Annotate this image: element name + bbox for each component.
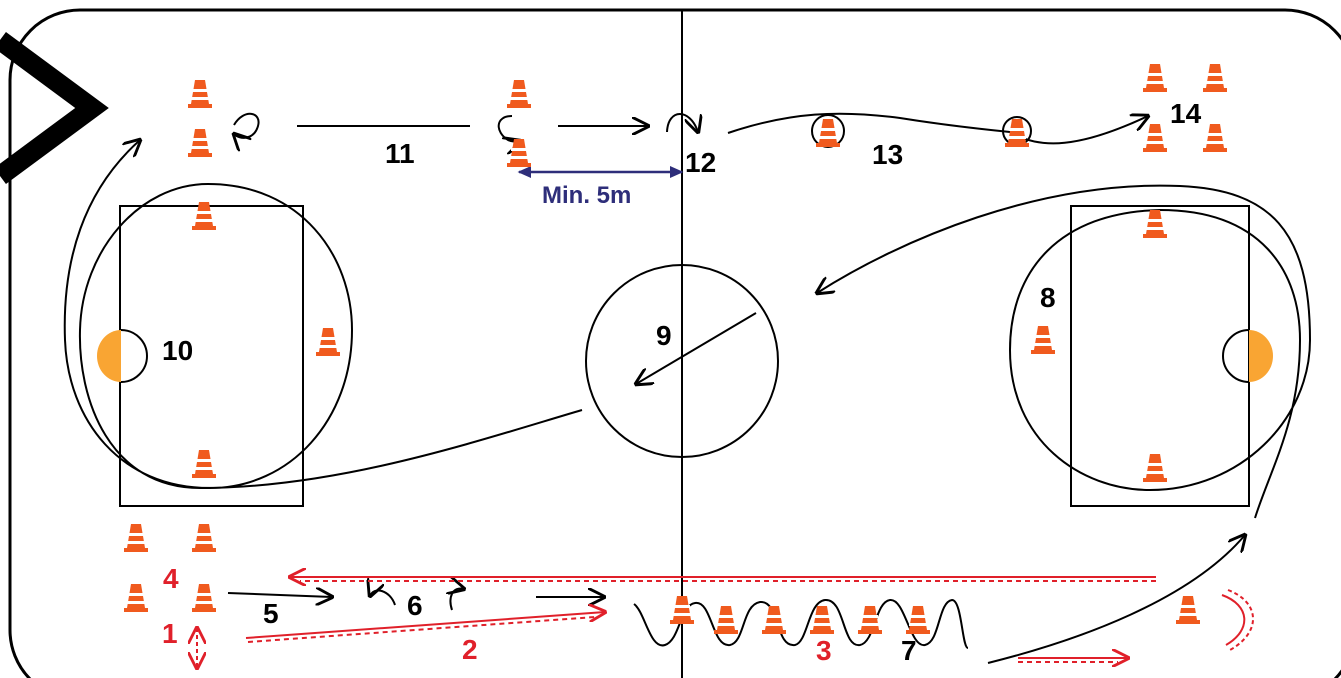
path-7 [633, 598, 969, 649]
cone-icon [192, 202, 216, 230]
cone-icon [1031, 326, 1055, 354]
station-label-4: 4 [163, 563, 179, 594]
cone-icon [124, 524, 148, 552]
path-8-loop [817, 184, 1312, 519]
cone-icon [810, 606, 834, 634]
station-label-2: 2 [462, 634, 478, 665]
station-label-6: 6 [407, 590, 423, 621]
path-5 [227, 593, 332, 597]
path-2-dash [247, 616, 596, 643]
station-label-3: 3 [816, 635, 832, 666]
cone-icon [670, 596, 694, 624]
cone-icon [507, 80, 531, 108]
cone-icon [762, 606, 786, 634]
station-label-13: 13 [872, 139, 903, 170]
path-9 [636, 312, 757, 384]
station-label-14: 14 [1170, 98, 1202, 129]
station-label-9: 9 [656, 320, 672, 351]
goal-crease-icon [97, 330, 121, 382]
station-label-10: 10 [162, 335, 193, 366]
cone-icon [192, 450, 216, 478]
station-label-7: 7 [901, 635, 917, 666]
center-circle [585, 264, 779, 458]
loop-6-a [370, 590, 396, 606]
cone-icon [1203, 124, 1227, 152]
cone-icon [906, 606, 930, 634]
measure-label: Min. 5m [542, 182, 631, 209]
cone-icon [192, 524, 216, 552]
station-label-5: 5 [263, 598, 279, 629]
cone-icon [1143, 64, 1167, 92]
cone-icon [1176, 596, 1200, 624]
loop-6-b [451, 589, 465, 611]
goal-crease-icon [1249, 330, 1273, 382]
cone-icon [1143, 210, 1167, 238]
cone-icon [124, 584, 148, 612]
loop-near-cones [234, 112, 260, 138]
cone-icon [1005, 119, 1029, 147]
red-paths [197, 577, 1254, 668]
cone-icon [858, 606, 882, 634]
path-10-loop [63, 140, 583, 490]
drill-paths [63, 112, 1312, 664]
goal-crease-icon [120, 329, 148, 383]
cone-icon [507, 139, 531, 167]
path-13 [727, 112, 1148, 145]
station-label-11: 11 [385, 138, 415, 169]
chevron-icon [0, 31, 109, 185]
path-3-curve-dash [1227, 589, 1254, 651]
cone-icon [188, 80, 212, 108]
cone-icon [188, 129, 212, 157]
cone-icon [714, 606, 738, 634]
path-7-arrow [987, 535, 1245, 664]
cones [124, 64, 1227, 634]
cone-icon [1143, 124, 1167, 152]
cone-icon [1203, 64, 1227, 92]
path-3-curve [1221, 594, 1246, 646]
cone-icon [1143, 454, 1167, 482]
cone-icon [816, 119, 840, 147]
station-label-8: 8 [1040, 282, 1056, 313]
station-label-12: 12 [685, 147, 716, 178]
path-2 [245, 612, 605, 639]
turn-12 [666, 113, 698, 132]
cone-icon [316, 328, 340, 356]
station-label-1: 1 [162, 618, 178, 649]
cone-icon [192, 584, 216, 612]
goal-crease-icon [1222, 329, 1250, 383]
